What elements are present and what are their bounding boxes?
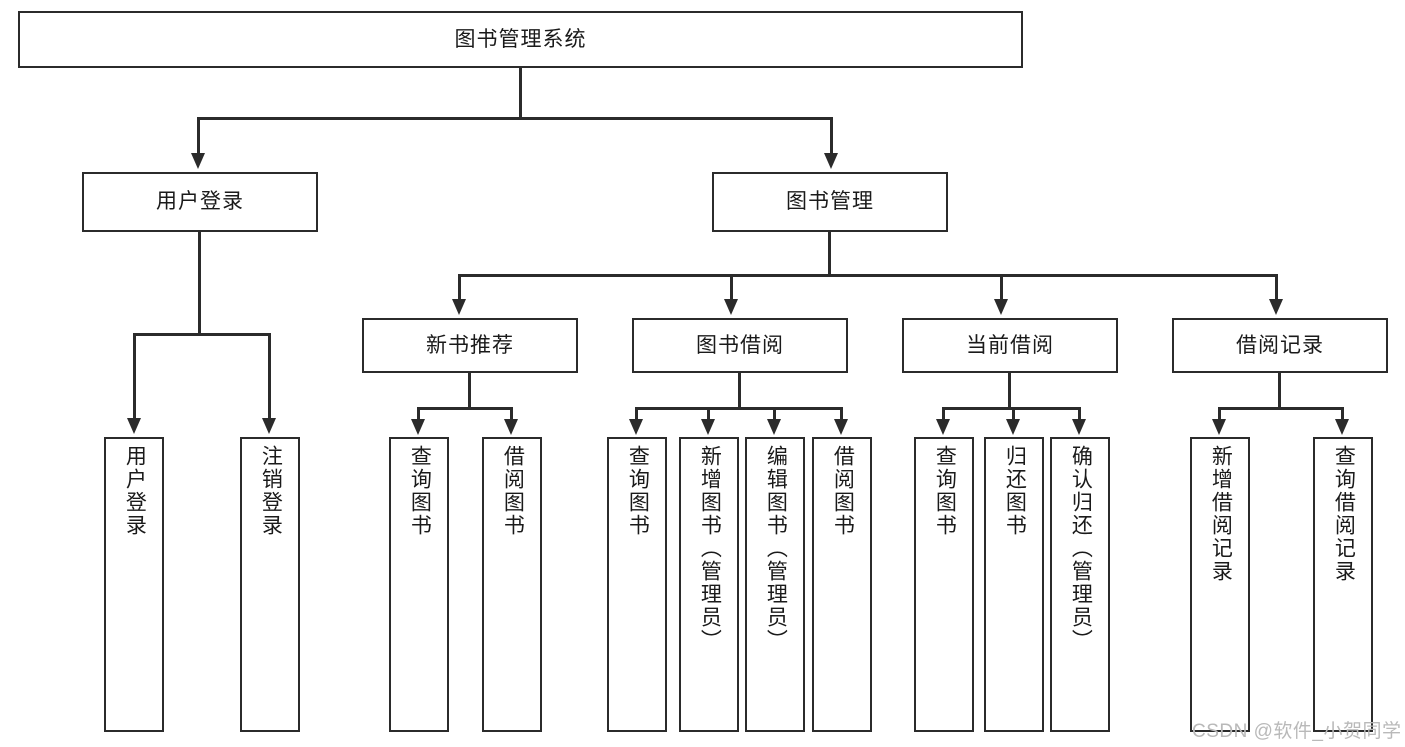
node-label: 图书借阅: [696, 333, 784, 357]
node-book-borrow[interactable]: 图书借阅: [632, 318, 848, 373]
leaf-current-borrow-confirm-return-admin[interactable]: 确认归还（管理员）: [1050, 437, 1110, 732]
connector-user-login-stem: [198, 232, 201, 335]
connector-br-to-leaf-2: [1341, 407, 1344, 421]
arrowhead-nbr-to-leaf-1: [411, 419, 425, 435]
leaf-label: 注销登录: [259, 445, 283, 537]
leaf-current-borrow-return-book[interactable]: 归还图书: [984, 437, 1044, 732]
arrowhead-cb-to-leaf-3: [1072, 419, 1086, 435]
leaf-book-borrow-edit-book-admin[interactable]: 编辑图书（管理员）: [745, 437, 805, 732]
node-root-book-management-system[interactable]: 图书管理系统: [18, 11, 1023, 68]
node-label: 当前借阅: [966, 333, 1054, 357]
arrowhead-bb-to-leaf-1: [629, 419, 643, 435]
connector-current-borrow-bus: [942, 407, 1080, 410]
connector-cb-to-leaf-2: [1012, 407, 1015, 421]
arrowhead-bb-to-leaf-2: [701, 419, 715, 435]
leaf-label: 查询图书: [408, 445, 432, 537]
arrowhead-root-to-user-login: [191, 153, 205, 169]
connector-book-management-stem: [828, 232, 831, 276]
leaf-book-borrow-query-book[interactable]: 查询图书: [607, 437, 667, 732]
leaf-borrow-record-query-record[interactable]: 查询借阅记录: [1313, 437, 1373, 732]
leaf-borrow-record-add-record[interactable]: 新增借阅记录: [1190, 437, 1250, 732]
connector-nbr-to-leaf-2: [510, 407, 513, 421]
connector-bb-to-leaf-4: [840, 407, 843, 421]
connector-book-borrow-bus: [635, 407, 842, 410]
node-new-book-recommend[interactable]: 新书推荐: [362, 318, 578, 373]
connector-root-stem: [519, 68, 522, 117]
connector-book-management-bus: [458, 274, 1278, 277]
arrowhead-bb-to-leaf-4: [834, 419, 848, 435]
arrowhead-bm-to-borrow-record: [1269, 299, 1283, 315]
connector-new-book-recommend-bus: [417, 407, 513, 410]
arrowhead-bm-to-current-borrow: [994, 299, 1008, 315]
leaf-book-borrow-borrow-book[interactable]: 借阅图书: [812, 437, 872, 732]
arrowhead-cb-to-leaf-1: [936, 419, 950, 435]
connector-root-bus: [197, 117, 833, 120]
node-current-borrow[interactable]: 当前借阅: [902, 318, 1118, 373]
leaf-current-borrow-query-book[interactable]: 查询图书: [914, 437, 974, 732]
connector-user-login-to-leaf-1: [133, 333, 136, 420]
leaf-label: 新增借阅记录: [1209, 445, 1233, 583]
arrowhead-bm-to-new-book-recommend: [452, 299, 466, 315]
connector-root-to-user-login: [197, 117, 200, 156]
arrowhead-br-to-leaf-2: [1335, 419, 1349, 435]
node-label: 图书管理系统: [454, 27, 587, 51]
leaf-book-borrow-add-book-admin[interactable]: 新增图书（管理员）: [679, 437, 739, 732]
leaf-label: 查询借阅记录: [1332, 445, 1356, 583]
leaf-new-book-recommend-query-book[interactable]: 查询图书: [389, 437, 449, 732]
leaf-label: 借阅图书: [831, 445, 855, 537]
connector-current-borrow-stem: [1008, 373, 1011, 409]
leaf-user-login-logout[interactable]: 注销登录: [240, 437, 300, 732]
connector-cb-to-leaf-3: [1078, 407, 1081, 421]
leaf-label: 查询图书: [626, 445, 650, 537]
connector-borrow-record-stem: [1278, 373, 1281, 409]
node-label: 借阅记录: [1236, 333, 1324, 357]
leaf-label: 编辑图书（管理员）: [764, 445, 788, 652]
connector-cb-to-leaf-1: [942, 407, 945, 421]
connector-bb-to-leaf-3: [773, 407, 776, 421]
connector-root-to-book-management: [830, 117, 833, 156]
arrowhead-cb-to-leaf-2: [1006, 419, 1020, 435]
arrowhead-user-login-to-leaf-1: [127, 418, 141, 434]
leaf-label: 查询图书: [933, 445, 957, 537]
leaf-label: 确认归还（管理员）: [1069, 445, 1093, 652]
connector-borrow-record-bus: [1218, 407, 1344, 410]
connector-bm-to-book-borrow: [730, 274, 733, 301]
connector-nbr-to-leaf-1: [417, 407, 420, 421]
node-book-management[interactable]: 图书管理: [712, 172, 948, 232]
leaf-user-login-login[interactable]: 用户登录: [104, 437, 164, 732]
node-label: 新书推荐: [426, 333, 514, 357]
arrowhead-bb-to-leaf-3: [767, 419, 781, 435]
node-label: 图书管理: [786, 190, 874, 214]
arrowhead-user-login-to-leaf-2: [262, 418, 276, 434]
leaf-new-book-recommend-borrow-book[interactable]: 借阅图书: [482, 437, 542, 732]
connector-bm-to-new-book-recommend: [458, 274, 461, 301]
node-label: 用户登录: [156, 190, 244, 214]
arrowhead-root-to-book-management: [824, 153, 838, 169]
connector-bb-to-leaf-1: [635, 407, 638, 421]
node-borrow-record[interactable]: 借阅记录: [1172, 318, 1388, 373]
connector-user-login-to-leaf-2: [268, 333, 271, 420]
node-user-login[interactable]: 用户登录: [82, 172, 318, 232]
leaf-label: 新增图书（管理员）: [698, 445, 722, 652]
leaf-label: 借阅图书: [501, 445, 525, 537]
connector-br-to-leaf-1: [1218, 407, 1221, 421]
connector-new-book-recommend-stem: [468, 373, 471, 409]
arrowhead-nbr-to-leaf-2: [504, 419, 518, 435]
leaf-label: 用户登录: [123, 445, 147, 537]
connector-user-login-bus: [133, 333, 270, 336]
leaf-label: 归还图书: [1003, 445, 1027, 537]
arrowhead-br-to-leaf-1: [1212, 419, 1226, 435]
arrowhead-bm-to-book-borrow: [724, 299, 738, 315]
connector-book-borrow-stem: [738, 373, 741, 409]
connector-bm-to-borrow-record: [1275, 274, 1278, 301]
connector-bm-to-current-borrow: [1000, 274, 1003, 301]
connector-bb-to-leaf-2: [707, 407, 710, 421]
